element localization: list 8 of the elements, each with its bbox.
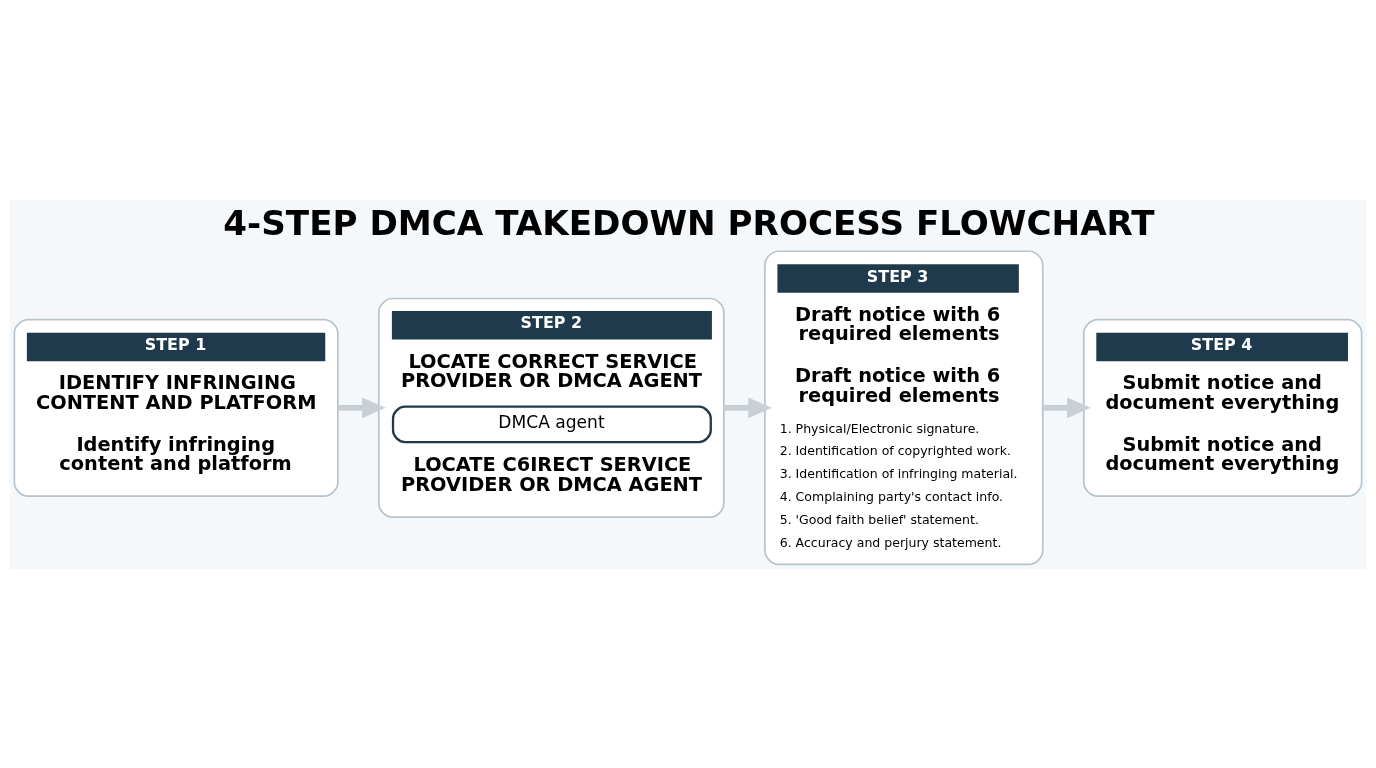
node-box: STEP 1 IDENTIFY INFRINGING CONTENT AND PLATFORM Identify infringing content and platform [13, 318, 339, 497]
arrow [338, 397, 386, 418]
diagram-title: 4-STEP DMCA TAKEDOWN PROCESS FLOWCHART [223, 202, 1155, 243]
arrow [1042, 397, 1091, 418]
node-box: STEP 2 LOCATE CORRECT SERVICE PROVIDER OR DMCA AGENT DMCA agent LOCATE C6IRECT SERVICE PROVIDER OR DMCA AGENT [377, 297, 725, 518]
arrow [724, 397, 772, 418]
node-box: STEP 3 Draft notice with 6 required elements Draft notice with 6 required elements 1. Physical/Electronic signature. 2. Identification of copyrighted work. 3. Identification of infringing material. 4. Complaining party's contact info. 5. 'Good faith belief' statement. 6. Accuracy and perjury statement. [764, 249, 1044, 565]
node-box: STEP 4 Submit notice and document everything Submit notice and document everything [1082, 318, 1363, 497]
